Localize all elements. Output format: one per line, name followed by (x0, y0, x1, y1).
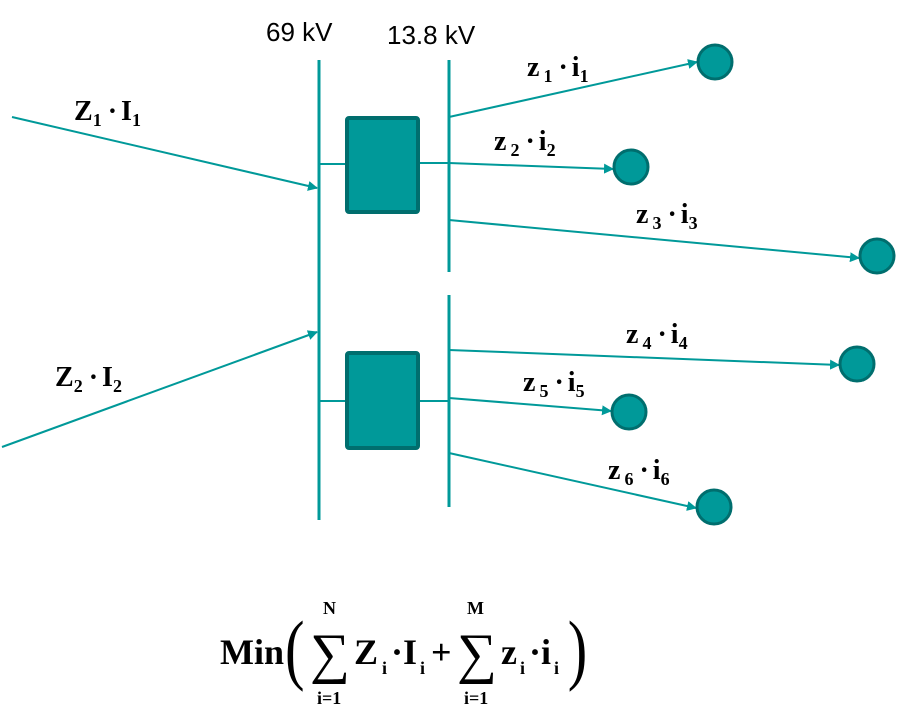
formula-z: z (501, 632, 517, 672)
svg-text:z1·i1: z1·i1 (527, 52, 589, 86)
load-node-3 (858, 237, 896, 275)
feeder-out-5 (448, 397, 612, 416)
input-label-1: Z1·I1 (74, 96, 141, 130)
formula-I: I (403, 632, 417, 672)
svg-text:Z1·I1: Z1·I1 (74, 96, 141, 130)
svg-text:z3·i3: z3·i3 (636, 199, 698, 233)
load-node-4 (838, 345, 876, 383)
svg-text:z5·i5: z5·i5 (523, 367, 585, 401)
bus-13-8kv-label: 13.8 kV (387, 20, 476, 50)
formula-i: i (541, 632, 551, 672)
formula-z-index: i (520, 658, 525, 678)
formula-plus: + (431, 632, 452, 672)
formula-i-index: i (554, 658, 559, 678)
svg-text:z6·i6: z6·i6 (608, 455, 670, 489)
bus-69kv-label: 69 kV (266, 17, 333, 47)
formula-dot-2: · (529, 632, 541, 672)
formula-min: Min (220, 632, 284, 672)
load-node-1 (696, 43, 734, 81)
formula-Z: Z (354, 632, 378, 672)
formula-sum-1: ∑ (310, 623, 350, 685)
feeder-in-1 (11, 116, 318, 191)
formula-dot-1: · (391, 632, 403, 672)
formula-sum-2-lower: i=1 (464, 688, 488, 708)
feeder-out-6 (448, 452, 697, 511)
feeder-out-3 (448, 219, 860, 263)
feeder-out-2 (448, 162, 614, 174)
formula-sum-2-upper: M (467, 598, 484, 618)
formula-sum-2: ∑ (457, 623, 497, 685)
svg-text:z4·i4: z4·i4 (626, 319, 688, 353)
feeder-out-1 (448, 59, 698, 118)
objective-formula: Min ( ∑ N i=1 Z i · I i + ∑ M i=1 z i · … (220, 598, 587, 708)
svg-text:z2·i2: z2·i2 (494, 126, 556, 160)
formula-sum-1-lower: i=1 (317, 688, 341, 708)
formula-lparen: ( (285, 606, 304, 692)
transformer-1 (345, 116, 420, 214)
transformer-2 (345, 351, 420, 450)
svg-text:Z2·I2: Z2·I2 (55, 362, 122, 396)
load-node-2 (612, 148, 650, 186)
formula-I-index: i (420, 658, 425, 678)
formula-Z-index: i (382, 658, 387, 678)
feeder-in-2 (1, 330, 318, 448)
load-node-5 (610, 393, 648, 431)
feeder-out-4 (448, 349, 840, 370)
formula-sum-1-upper: N (323, 598, 336, 618)
load-node-6 (695, 488, 733, 526)
formula-rparen: ) (568, 606, 587, 692)
input-label-2: Z2·I2 (55, 362, 122, 396)
